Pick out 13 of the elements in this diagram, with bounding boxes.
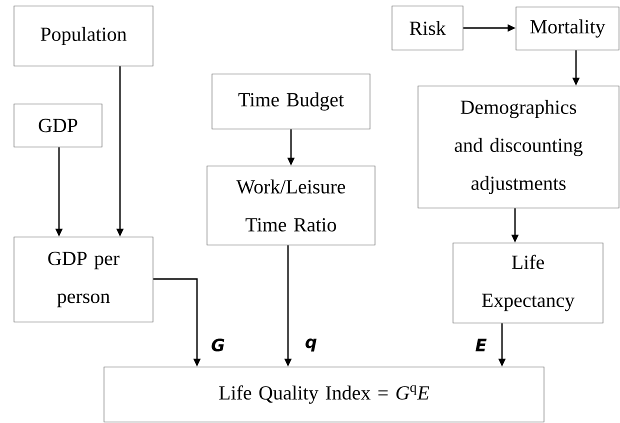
edge-label: q	[304, 337, 318, 353]
process-box: Time Budget	[212, 74, 370, 130]
process-box: GDP per person	[14, 236, 154, 322]
process-box: Population	[14, 6, 154, 66]
process-box: GDP	[14, 104, 102, 148]
edge-label: E	[474, 338, 488, 352]
edge-label: G	[210, 338, 226, 352]
process-box: Life Expectancy	[452, 242, 604, 324]
process-box: Demographics and discounting adjustments	[418, 86, 620, 208]
process-box: Work/Leisure Time Ratio	[206, 166, 376, 246]
process-box: Risk	[392, 6, 464, 50]
process-box: Life Quality Index = G$^{q}$E	[104, 366, 544, 422]
process-box: Mortality	[516, 6, 620, 50]
